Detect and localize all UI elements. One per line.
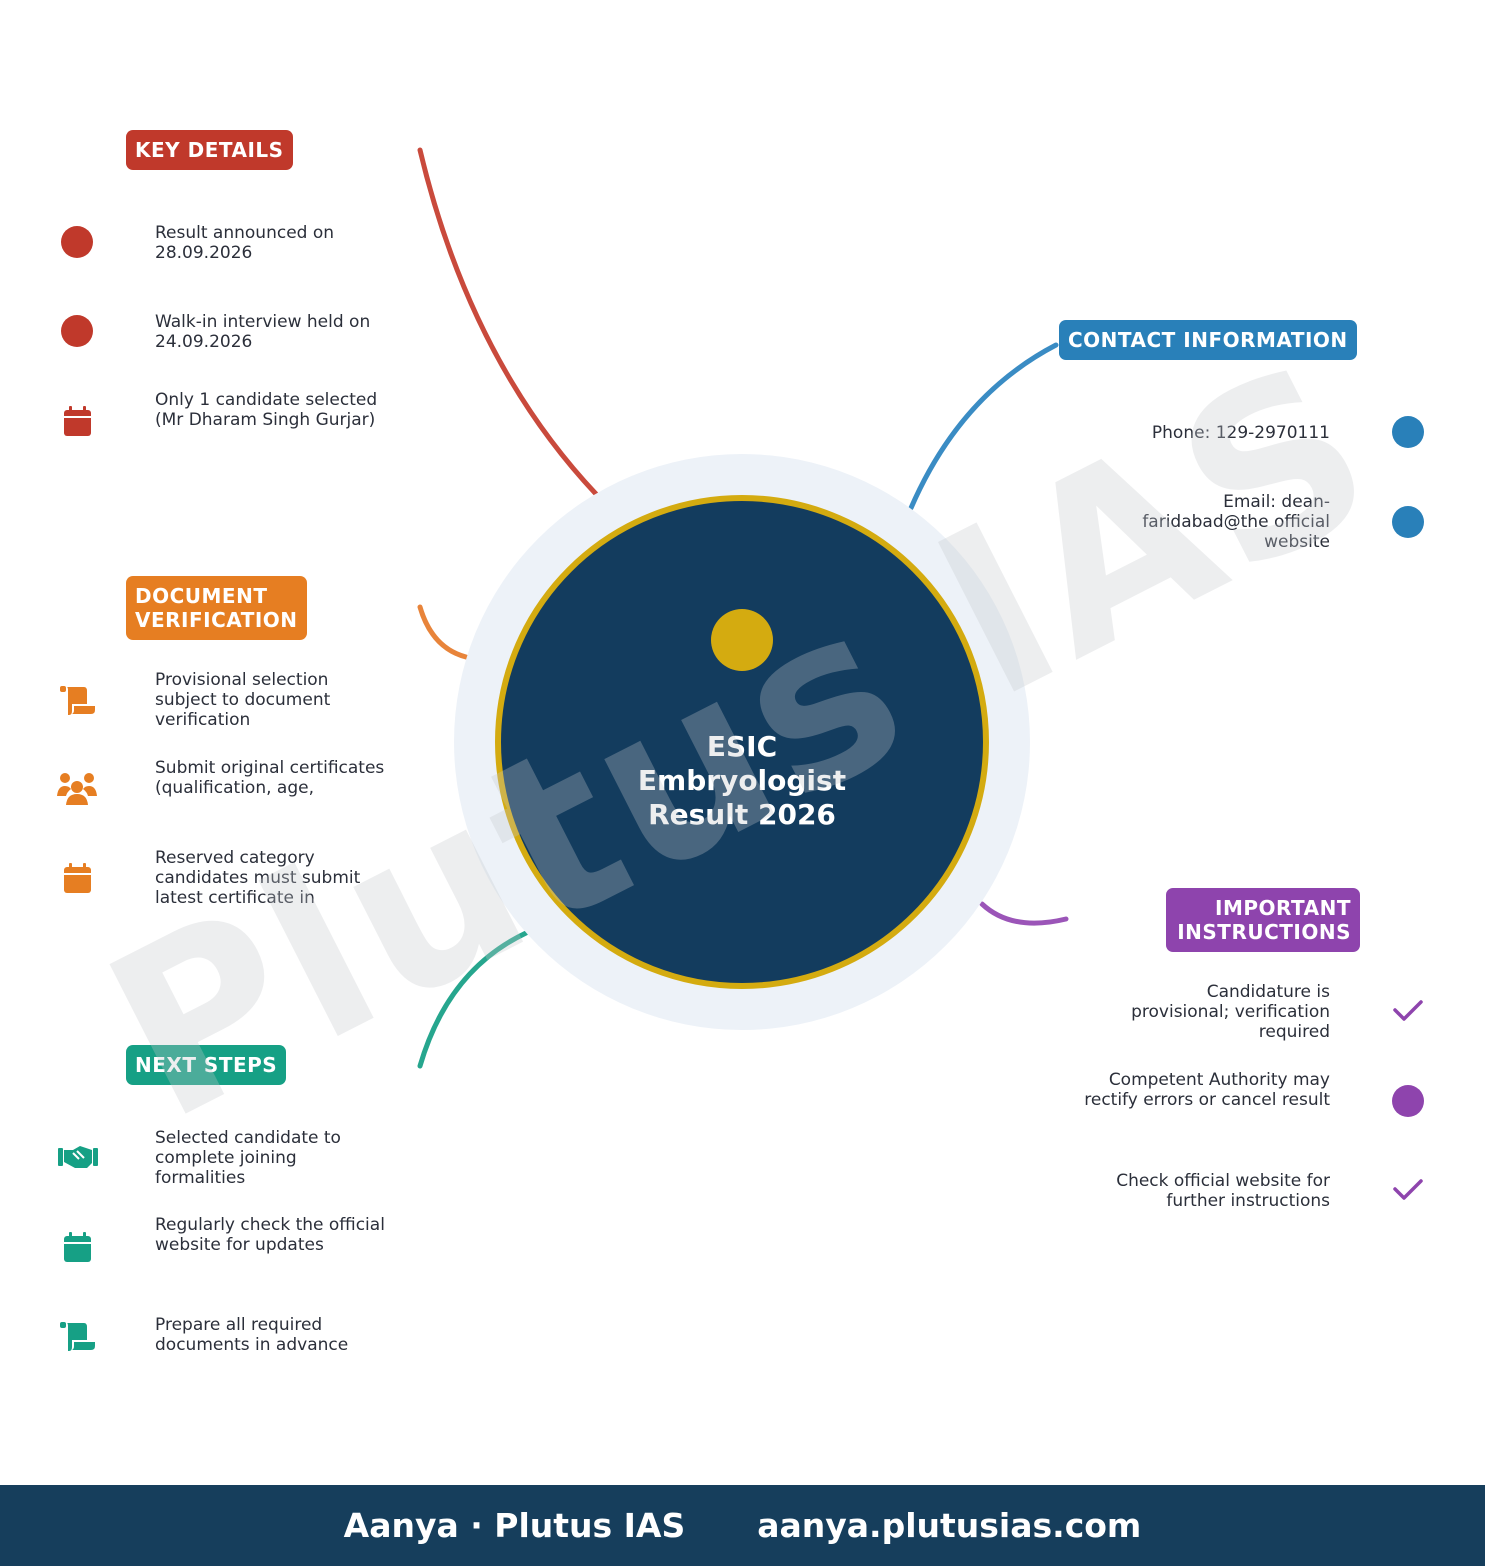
connector-next-steps <box>417 930 529 1069</box>
users-icon <box>57 773 97 805</box>
document-verification-item: Provisional selection subject to documen… <box>155 670 331 730</box>
next-steps-item: Prepare all required documents in advanc… <box>155 1315 349 1355</box>
check-icon <box>1393 1179 1423 1200</box>
connector-document-verification <box>417 604 469 660</box>
dot-icon <box>1392 506 1424 538</box>
key-details-item: Walk-in interview held on 24.09.2026 <box>155 312 371 352</box>
hub-title-line: Embryologist <box>637 764 847 797</box>
important-instructions-item: Check official website for further instr… <box>1116 1171 1330 1211</box>
key-details-item: Only 1 candidate selected (Mr Dharam Sin… <box>155 390 378 430</box>
handshake-icon <box>58 1146 98 1168</box>
hub-gold-dot <box>711 609 773 671</box>
hub-title: ESIC Embryologist Result 2026 <box>592 730 892 832</box>
connector-important-instructions <box>979 901 1069 926</box>
contact-information-item: Email: dean-faridabad@the official websi… <box>1142 492 1330 552</box>
dot-icon <box>1392 1085 1424 1117</box>
dot-icon <box>61 226 93 258</box>
scroll-icon <box>60 1322 95 1351</box>
connector-contact-information <box>908 342 1059 511</box>
next-steps-item: Selected candidate to complete joining f… <box>155 1128 341 1188</box>
document-verification-item: Submit original certificates (qualificat… <box>155 758 385 798</box>
badge-important-instructions: IMPORTANT INSTRUCTIONS <box>1166 888 1360 952</box>
hub-title-line: ESIC <box>706 730 778 763</box>
badge-contact-information: CONTACT INFORMATION <box>1059 320 1357 360</box>
footer-website-link[interactable]: aanya.plutusias.com <box>757 1506 1142 1545</box>
next-steps-item: Regularly check the official website for… <box>155 1215 385 1255</box>
footer-author: Aanya · Plutus IAS <box>343 1506 686 1545</box>
connector-key-details <box>417 147 599 497</box>
calendar-icon <box>64 406 91 436</box>
contact-information-item: Phone: 129-2970111 <box>1151 423 1330 443</box>
badge-next-steps: NEXT STEPS <box>126 1045 287 1085</box>
badge-key-details: KEY DETAILS <box>126 130 293 170</box>
hub-title-line: Result 2026 <box>648 798 836 831</box>
hub-circle <box>495 495 989 989</box>
scroll-icon <box>60 686 95 715</box>
document-verification-item: Reserved category candidates must submit… <box>155 848 361 908</box>
footer-bar: Aanya · Plutus IAS aanya.plutusias.com <box>0 1485 1485 1566</box>
important-instructions-item: Candidature is provisional; verification… <box>1131 982 1330 1042</box>
dot-icon <box>61 315 93 347</box>
check-icon <box>1393 1000 1423 1021</box>
calendar-icon <box>64 1232 91 1262</box>
important-instructions-item: Competent Authority may rectify errors o… <box>1084 1070 1330 1110</box>
dot-icon <box>1392 416 1424 448</box>
badge-document-verification: DOCUMENT VERIFICATION <box>126 576 307 640</box>
calendar-icon <box>64 863 91 893</box>
key-details-item: Result announced on 28.09.2026 <box>155 223 335 263</box>
